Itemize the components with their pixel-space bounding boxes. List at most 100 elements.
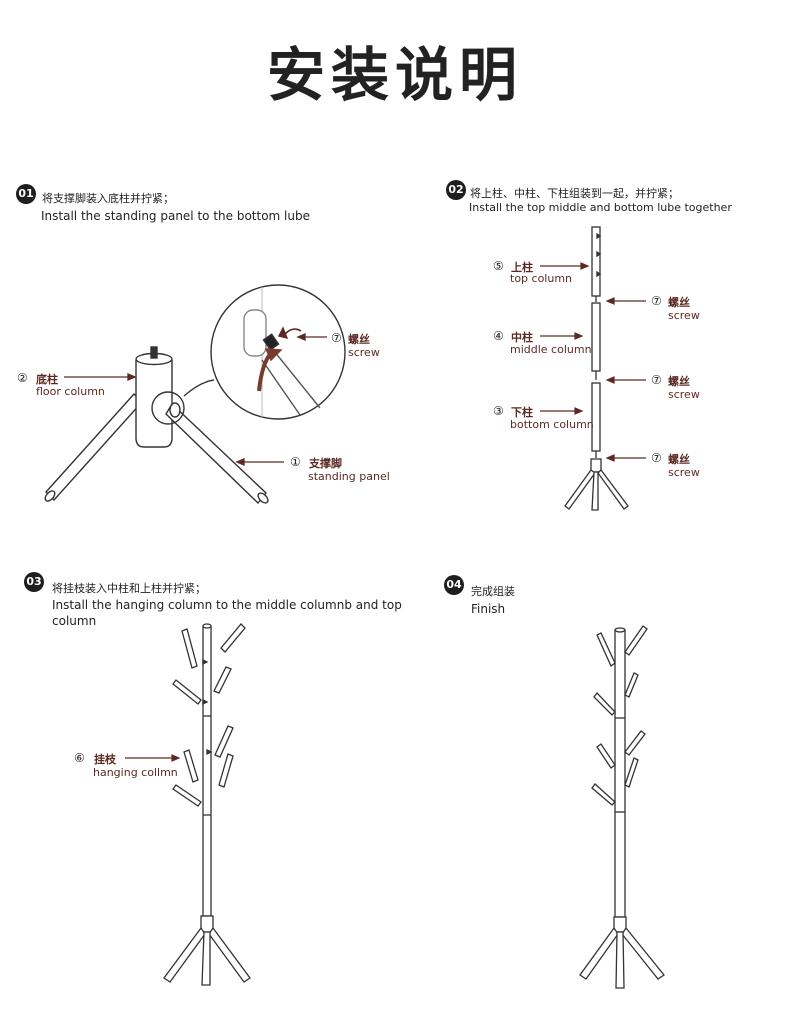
leader-bottom-column-head — [574, 407, 584, 415]
step-2-label-3-num: ③ — [493, 404, 504, 418]
top-column-hole-1 — [596, 232, 602, 240]
step-4-branch-top-left — [596, 632, 616, 668]
insert-arrow-head — [264, 348, 283, 362]
step-2-instruction-zh: 将上柱、中柱、下柱组装到一起，并拧紧； — [470, 187, 679, 200]
step-4-instruction-zh: 完成组装 — [471, 585, 515, 598]
step-1-label-1-num: ① — [290, 455, 301, 469]
screw-curve-arrow — [284, 328, 302, 335]
branch-top-right — [220, 623, 246, 653]
step-1-badge: 01 — [16, 184, 36, 204]
branch-mid-right-2 — [218, 753, 234, 788]
step-1-label-standing-panel-zh: 支撑脚 — [309, 457, 342, 470]
step-3-badge: 03 — [24, 572, 44, 592]
leader-screw-2b-head — [605, 376, 615, 384]
step-4-base-leg-front — [615, 931, 625, 989]
branch-lower-left — [172, 784, 202, 807]
step-1-label-screw-en: screw — [348, 346, 380, 359]
magnifier-leg-edge-1 — [269, 345, 321, 409]
step-1-instruction-en: Install the standing panel to the bottom… — [41, 209, 310, 223]
screw-curve-arrow-head — [277, 326, 289, 340]
step-2-screw-a-en: screw — [668, 309, 700, 322]
step-3-label-hanging-column-en: hanging collmn — [93, 766, 178, 779]
step-4-base-leg-left — [579, 926, 619, 980]
step-2-screw-c-en: screw — [668, 466, 700, 479]
step-2-screw-b-zh: 螺丝 — [668, 375, 690, 388]
step-3-instruction-zh: 将挂枝装入中柱和上柱并拧紧； — [52, 582, 206, 595]
step-4-column-top — [614, 627, 626, 633]
hole-2 — [202, 698, 209, 706]
hole-1 — [202, 658, 209, 666]
left-leg-end — [44, 490, 56, 502]
magnifier-leg-edge-2 — [261, 359, 301, 416]
right-leg-joint — [169, 402, 181, 418]
step-2-instruction-en: Install the top middle and bottom lube t… — [469, 201, 732, 214]
step-3-base-leg-front — [201, 931, 211, 986]
step-1-standing-panel-diagram — [44, 284, 346, 505]
hole-3 — [206, 748, 213, 756]
step-2-badge: 02 — [446, 180, 466, 200]
step-4-branch-upper-left — [593, 691, 616, 716]
step-1-label-2-num: ② — [17, 371, 28, 385]
leader-middle-column-head — [574, 332, 584, 340]
base-leg-right — [597, 469, 629, 510]
floor-column-body — [135, 360, 173, 448]
step-2-screw-a-num: ⑦ — [651, 294, 662, 308]
leader-standing-panel-head — [235, 458, 245, 466]
magnifier-screw — [262, 333, 280, 351]
branch-upper-left — [172, 679, 202, 705]
step-3-instruction-en-line2: column — [52, 614, 97, 628]
leader-screw-2a-head — [605, 297, 615, 305]
step-3-instruction-en-line1: Install the hanging column to the middle… — [52, 598, 402, 612]
step-4-branch-upper-right — [624, 672, 639, 698]
step-4-branch-lower-left — [591, 783, 616, 806]
step-1-label-screw-zh: 螺丝 — [348, 333, 370, 346]
step-1-label-standing-panel-en: standing panel — [308, 470, 390, 483]
step-4-base-leg-right — [621, 926, 665, 980]
step-4-instruction-en: Finish — [471, 602, 506, 616]
branch-upper-right — [213, 666, 232, 694]
base-leg-front — [591, 471, 599, 511]
magnifier-tail — [183, 379, 215, 397]
step-4-branch-mid-left — [596, 743, 616, 769]
step-2-screw-b-num: ⑦ — [651, 373, 662, 387]
step-4-branch-top-right — [624, 625, 648, 656]
step-1-label-floor-column-zh: 底柱 — [36, 373, 58, 386]
step-2-label-4-num: ④ — [493, 329, 504, 343]
branch-top-left — [181, 628, 198, 669]
leader-top-column-head — [580, 262, 590, 270]
page-title: 安装说明 — [266, 41, 523, 109]
step-2-screw-b-en: screw — [668, 388, 700, 401]
step-4-branch-mid-right-1 — [624, 730, 646, 756]
top-column-hole-3 — [596, 270, 602, 278]
step-3-label-hanging-column-zh: 挂枝 — [94, 753, 116, 766]
leader-screw-2c-head — [605, 454, 615, 462]
step-4-branch-mid-right-2 — [624, 757, 639, 788]
step-2-label-middle-column-en: middle column — [510, 343, 592, 356]
joint-detail-ring — [151, 391, 185, 425]
branch-mid-right-1 — [214, 725, 234, 758]
leader-hanging-column-head — [171, 754, 181, 762]
right-leg — [165, 402, 267, 505]
step-1-label-floor-column-en: floor column — [36, 385, 105, 398]
step-1-instruction-zh: 将支撑脚装入底柱并拧紧； — [42, 192, 174, 205]
step-4-column — [614, 629, 626, 918]
step-2-screw-a-zh: 螺丝 — [668, 296, 690, 309]
leader-screw-1-head — [296, 333, 306, 341]
step-4-badge: 04 — [444, 575, 464, 595]
branch-mid-left — [183, 749, 199, 783]
step-1-label-7-num: ⑦ — [331, 331, 342, 345]
step-2-label-bottom-column-zh: 下柱 — [511, 406, 533, 419]
step-2-label-5-num: ⑤ — [493, 259, 504, 273]
step-2-label-top-column-en: top column — [510, 272, 573, 285]
step-3-label-6-num: ⑥ — [74, 751, 85, 765]
step-3-column-top — [202, 623, 212, 629]
magnifier-slot — [243, 309, 267, 357]
leader-floor-column-head — [127, 373, 137, 381]
step-2-screw-c-num: ⑦ — [651, 451, 662, 465]
step-2-screw-c-zh: 螺丝 — [668, 453, 690, 466]
right-leg-end — [257, 492, 269, 504]
step-2-label-middle-column-zh: 中柱 — [511, 331, 533, 344]
